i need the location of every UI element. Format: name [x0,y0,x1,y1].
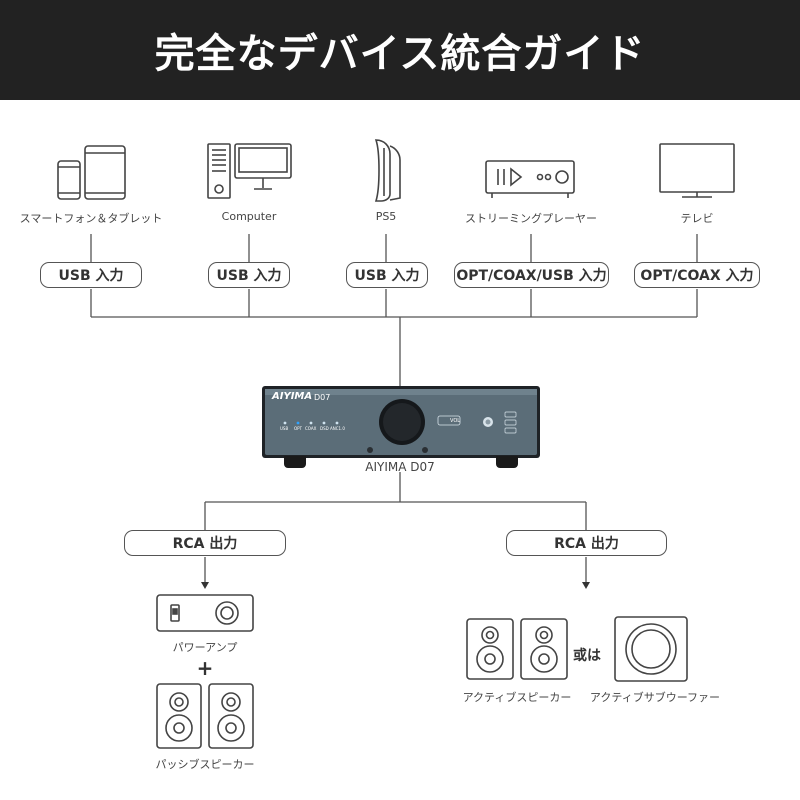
input-pill-usb-2: USB 入力 [208,262,290,288]
passive-speakers-label: パッシブスピーカー [155,758,255,771]
input-pill-opt-coax: OPT/COAX 入力 [634,262,760,288]
output-pill-rca-left: RCA 出力 [124,530,286,556]
input-pill-opt-coax-usb: OPT/COAX/USB 入力 [454,262,609,288]
output-pill-rca-right: RCA 出力 [506,530,667,556]
passive-speakers-icon [156,683,254,749]
indicator-anc: ANC1.0 [330,426,345,431]
header-bar: 完全なデバイス統合ガイド [0,0,800,100]
aiyima-d07-device [262,386,540,458]
phone-tablet-icon [57,145,126,200]
computer-icon [207,143,292,199]
power-amp-icon [156,594,254,632]
tv-icon [659,143,735,198]
active-speakers-icon [466,618,568,680]
or-label: 或は [573,648,601,664]
device-name-label: AIYIMA D07 [365,460,435,474]
source-label-smartphone: スマートフォン＆タブレット [19,212,163,225]
page-title: 完全なデバイス統合ガイド [154,31,646,77]
source-label-streaming: ストリーミングプレーヤー [465,212,597,225]
indicator-opt: OPT [294,426,303,431]
device-brand-logo: AIYIMA [272,391,313,402]
power-amp-label: パワーアンプ [172,641,238,654]
indicator-coax: COAX [305,426,317,431]
device-button-label: VOL [450,418,461,424]
source-label-tv: テレビ [680,212,714,225]
device-indicator-row: USB OPT COAX DSD ANC1.0 [278,426,358,434]
active-speakers-label: アクティブスピーカー [462,691,572,704]
ps5-icon [374,139,401,202]
indicator-usb: USB [280,426,289,431]
device-foot-right [496,456,518,468]
active-subwoofer-icon [614,616,688,682]
indicator-dsd: DSD [320,426,329,431]
device-foot-left [284,456,306,468]
input-pill-usb-3: USB 入力 [346,262,428,288]
device-model-logo: D07 [314,393,331,402]
source-label-computer: Computer [221,210,277,223]
input-pill-usb-1: USB 入力 [40,262,142,288]
source-label-ps5: PS5 [375,210,397,223]
active-subwoofer-label: アクティブサブウーファー [589,691,721,704]
plus-sign: + [196,656,214,680]
streaming-player-icon [485,160,575,198]
